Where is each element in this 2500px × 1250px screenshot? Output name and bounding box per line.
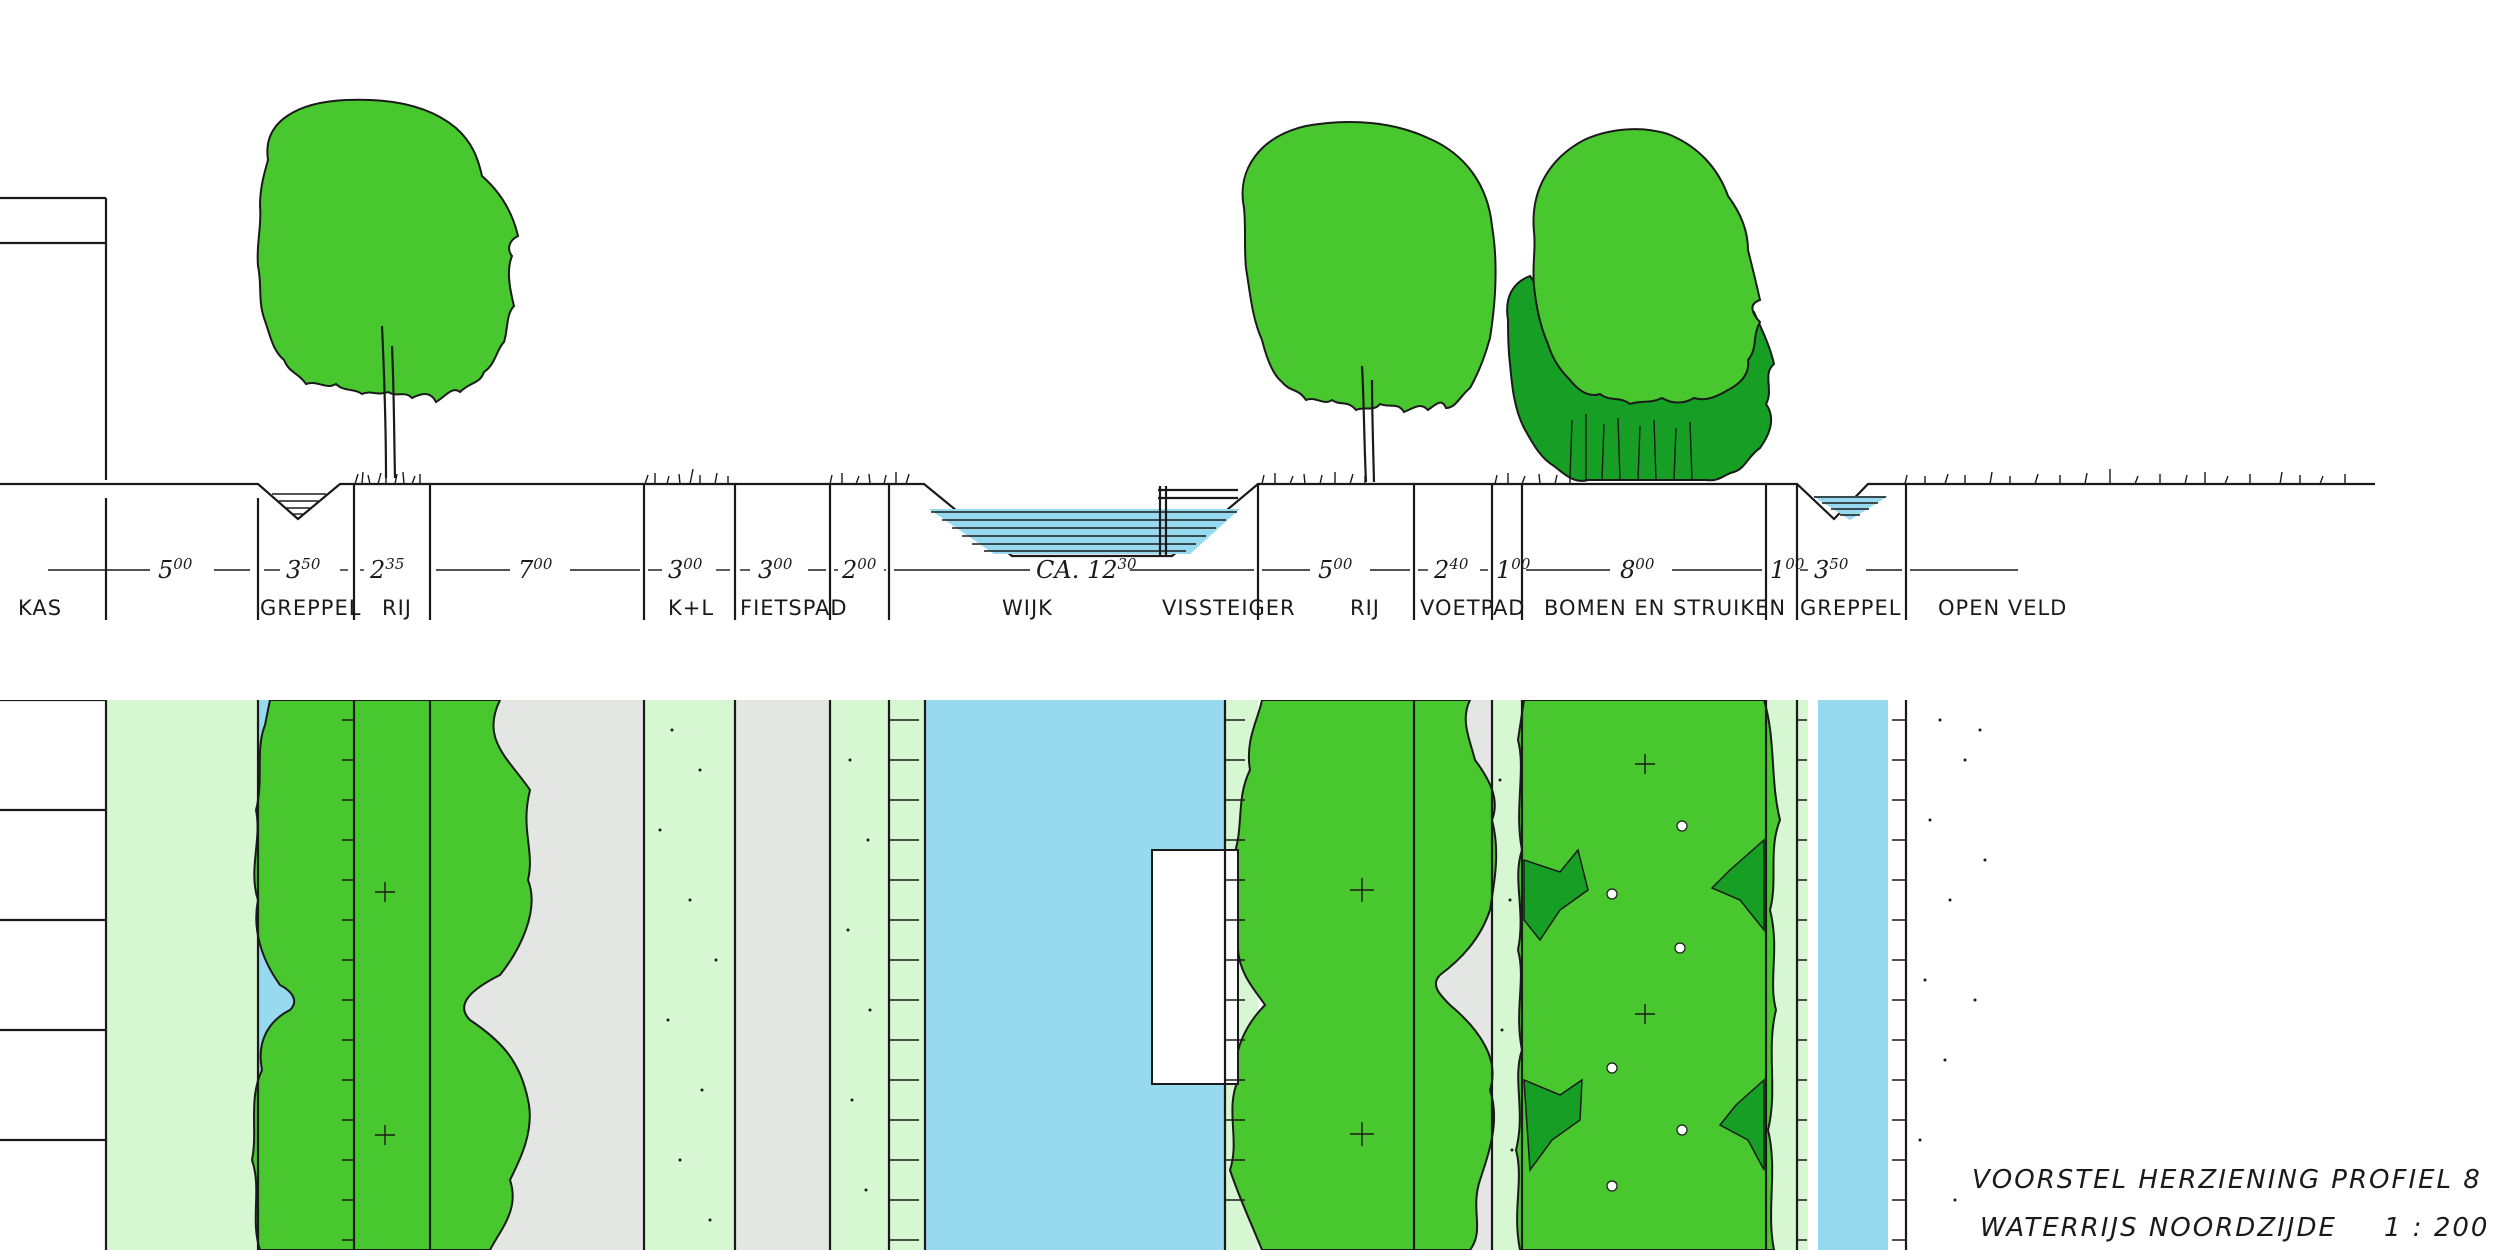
dim-road: 700 [518, 555, 553, 584]
plan-shrub-belt [1514, 700, 1782, 1250]
greenhouse-kas [0, 196, 108, 480]
plan-kas-garden [106, 700, 258, 1250]
cross-section: 500 350 235 700 300 300 200 CA. 1230 500… [0, 98, 2375, 620]
plan-verge-2 [830, 700, 925, 1250]
plan-fietspad [735, 700, 830, 1250]
fishing-jetty-section [1158, 486, 1238, 556]
dim-greppel-1: 350 [286, 555, 321, 584]
title-line-1: VOORSTEL HERZIENING PROFIEL 8 [1972, 1165, 2482, 1195]
dim-strip-2: 100 [1770, 555, 1805, 584]
label-greppel-1: GREPPEL [260, 596, 361, 620]
grass-tufts [354, 468, 2346, 485]
ditch-water-2 [1813, 496, 1888, 520]
dim-rij-1: 235 [369, 555, 404, 584]
label-rij-1: RIJ [382, 596, 412, 620]
dim-fietspad: 300 [758, 555, 793, 584]
dim-greppel-2: 350 [1814, 555, 1849, 584]
dim-wijk: CA. 1230 [1036, 555, 1137, 584]
label-voetpad: VOETPAD [1420, 596, 1525, 620]
dim-voetpad: 240 [1433, 555, 1469, 584]
label-wijk: WIJK [1002, 596, 1053, 620]
label-vissteiger: VISSTEIGER [1162, 596, 1296, 620]
plan-strip-1 [1492, 700, 1522, 1250]
title-block: VOORSTEL HERZIENING PROFIEL 8 WATERRIJS … [1972, 1165, 2489, 1243]
plan-tree-row-1 [250, 700, 533, 1250]
label-open-veld: OPEN VELD [1938, 596, 2067, 620]
plan-tree-crosses [375, 754, 1655, 1146]
plan-fishing-jetty [1151, 849, 1239, 1085]
plan-stipple [658, 718, 1987, 1222]
dim-bomen: 800 [1620, 555, 1655, 584]
dim-kas: 500 [158, 555, 193, 584]
dim-kl: 300 [668, 555, 703, 584]
label-rij-2: RIJ [1350, 596, 1380, 620]
label-kas: KAS [18, 596, 62, 620]
plan-greenhouse-marks [0, 700, 106, 1142]
plan-kl-verge [644, 700, 735, 1250]
zone-labels: KAS GREPPEL RIJ K+L FIETSPAD WIJK VISSTE… [18, 596, 2067, 620]
section-ticks [104, 484, 1908, 620]
plan-kerb-ticks [342, 719, 1906, 1241]
plan-shrub-dots [1606, 820, 1688, 1192]
plan-division-lines [104, 700, 1908, 1250]
plan-ditch-2 [1818, 700, 1888, 1250]
label-kl: K+L [668, 596, 714, 620]
canal-water-section [929, 509, 1240, 554]
plan-view [0, 700, 1987, 1250]
trees-and-shrubs-elevation [1506, 128, 1776, 482]
label-bomen-en-struiken: BOMEN EN STRUIKEN [1544, 596, 1786, 620]
label-greppel-2: GREPPEL [1800, 596, 1901, 620]
ditch-water-1 [272, 493, 326, 515]
dim-verge: 200 [841, 555, 877, 584]
title-line-2: WATERRIJS NOORDZIJDE [1980, 1213, 2337, 1243]
dim-rij-2: 500 [1318, 555, 1353, 584]
title-scale: 1 : 200 [2384, 1213, 2489, 1243]
dim-strip-1: 100 [1496, 555, 1531, 584]
tree-1-elevation [256, 98, 520, 479]
label-fietspad: FIETSPAD [740, 596, 848, 620]
plan-dark-shrubs [1523, 838, 1765, 1173]
dimension-labels: 500 350 235 700 300 300 200 CA. 1230 500… [158, 555, 1849, 584]
tree-2-elevation [1241, 121, 1497, 483]
